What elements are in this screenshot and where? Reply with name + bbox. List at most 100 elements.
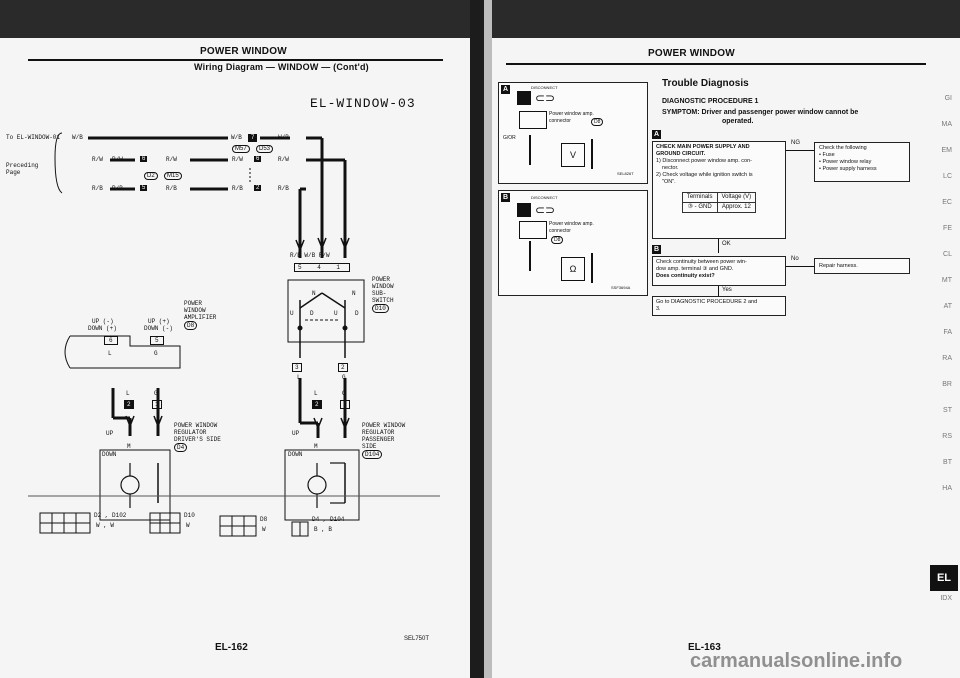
figure-b-badge: B xyxy=(501,193,510,202)
step-b-no: No xyxy=(791,256,799,262)
driver-pin-2: 2 xyxy=(124,400,134,409)
step-b-badge: B xyxy=(652,245,661,254)
probe-lead xyxy=(529,135,531,165)
figure-a-code: SEL826T xyxy=(617,171,634,176)
driver-wire-g: G xyxy=(154,390,158,397)
amplifier-name: POWER WINDOW AMPLIFIER D8 xyxy=(184,300,217,330)
pin-6-tag: 6 xyxy=(140,156,148,162)
wire-row1-a: W/B xyxy=(72,134,83,141)
wire-row2-d: R/W xyxy=(232,156,243,163)
figure-a-label-1: Power window amp. xyxy=(549,111,594,117)
amp-up-plus: UP (+) xyxy=(148,318,170,325)
amp-up-minus: UP (-) xyxy=(92,318,114,325)
driver-down: DOWN xyxy=(102,451,117,458)
subswitch-tag: D10 xyxy=(372,304,389,313)
wiring-diagram-lines xyxy=(28,132,440,537)
wire-row3-a: R/B xyxy=(92,185,103,192)
subswitch-u1: U xyxy=(290,310,294,317)
subswitch-wire-l: L xyxy=(297,374,301,381)
wire-row1-c: W/B xyxy=(278,134,289,141)
index-fa[interactable]: FA xyxy=(943,329,952,336)
ignition-key-icon xyxy=(517,91,531,105)
symptom-line-1: SYMPTOM: Driver and passenger power wind… xyxy=(662,109,859,116)
index-cl[interactable]: CL xyxy=(943,251,952,258)
subswitch-d1: D xyxy=(310,310,314,317)
left-page-title: POWER WINDOW xyxy=(200,46,287,57)
index-bt[interactable]: BT xyxy=(943,459,952,466)
index-idx[interactable]: IDX xyxy=(940,595,952,602)
index-lc[interactable]: LC xyxy=(943,173,952,180)
ignition-key-icon-b xyxy=(517,203,531,217)
driver-wire-l: L xyxy=(126,390,130,397)
pin-6b-tag: 6 xyxy=(254,156,262,162)
wire-row2-e: R/W xyxy=(278,156,289,163)
binding-edge xyxy=(484,0,492,678)
connector-face-icon-b xyxy=(519,221,547,239)
subswitch-n2: N xyxy=(352,290,356,297)
right-page-number: EL-163 xyxy=(688,642,721,653)
index-gi[interactable]: GI xyxy=(944,95,952,102)
symptom-line-2: operated. xyxy=(722,118,754,125)
passenger-down: DOWN xyxy=(288,451,303,458)
subswitch-pin-2: 2 xyxy=(338,363,348,372)
right-title-rule xyxy=(506,63,926,65)
figure-a-label-2: connector xyxy=(549,118,571,124)
subswitch-wire-g: G xyxy=(342,374,346,381)
el-section-tab[interactable]: EL xyxy=(930,565,958,591)
to-window-01-label: To EL-WINDOW-01 xyxy=(6,134,61,141)
passenger-regulator-tag: D104 xyxy=(362,450,383,459)
figure-a-panel: A DISCONNECT ⊂⊃ Power window amp. connec… xyxy=(498,82,648,184)
figure-a-gor: G/OR xyxy=(503,135,516,141)
driver-regulator-tag: D4 xyxy=(174,443,188,452)
connector-m57: M57 xyxy=(232,145,250,153)
index-ec[interactable]: EC xyxy=(942,199,952,206)
index-at[interactable]: AT xyxy=(943,303,952,310)
legend-4-sub: B , B xyxy=(314,526,333,533)
index-ha[interactable]: HA xyxy=(942,485,952,492)
wire-row2-a: R/W xyxy=(92,156,103,163)
passenger-motor: M xyxy=(314,443,318,450)
figure-b-panel: B DISCONNECT ⊂⊃ Power window amp. connec… xyxy=(498,190,648,296)
passenger-up: UP xyxy=(292,430,300,437)
section-index-column: GI MA EM LC EC FE CL MT AT FA RA BR ST R… xyxy=(928,95,960,655)
ground-lead-b xyxy=(591,253,593,283)
subswitch-pins: 5 4 1 xyxy=(294,263,351,272)
index-ra[interactable]: RA xyxy=(942,355,952,362)
diagram-subtitle: Wiring Diagram — WINDOW — (Cont'd) xyxy=(194,62,369,72)
wire-row3-b: R/B xyxy=(112,185,123,192)
index-em[interactable]: EM xyxy=(941,147,953,154)
index-br[interactable]: BR xyxy=(942,381,952,388)
no-arrow xyxy=(786,266,814,267)
right-page: POWER WINDOW A DISCONNECT ⊂⊃ Power windo… xyxy=(492,38,960,678)
index-fe[interactable]: FE xyxy=(943,225,952,232)
legend-4-tags: D4 , D104 xyxy=(312,516,345,523)
passenger-regulator-name: POWER WINDOW REGULATOR PASSENGER SIDE D1… xyxy=(362,422,406,459)
index-ma[interactable]: MA xyxy=(941,121,953,128)
probe-lead-b xyxy=(529,241,531,271)
title-rule xyxy=(28,59,443,61)
preceding-label: Preceding xyxy=(6,162,39,169)
ok-arrow xyxy=(718,239,719,253)
connector-face-icon xyxy=(519,111,547,129)
amp-pin-5: 5 xyxy=(150,336,164,345)
figure-b-disconnect: DISCONNECT xyxy=(531,195,558,200)
procedure-title: DIAGNOSTIC PROCEDURE 1 xyxy=(662,98,759,105)
step-b-yes: Yes xyxy=(722,287,732,293)
figure-b-tag: D8 xyxy=(551,236,564,244)
wire-row3-c: R/B xyxy=(166,185,177,192)
subswitch-n1: N xyxy=(312,290,316,297)
section-title: Trouble Diagnosis xyxy=(662,78,749,89)
wire-row3-e: R/B xyxy=(278,185,289,192)
left-page: POWER WINDOW Wiring Diagram — WINDOW — (… xyxy=(0,38,470,678)
connector-plug-icon: ⊂⊃ xyxy=(535,91,556,105)
repair-harness-box: Repair harness. xyxy=(814,258,910,274)
passenger-wire-l: L xyxy=(314,390,318,397)
index-mt[interactable]: MT xyxy=(941,277,952,284)
connector-d53: D53 xyxy=(256,145,274,153)
index-st[interactable]: ST xyxy=(943,407,952,414)
legend-1-sub: W , W xyxy=(96,522,115,529)
figure-a-badge: A xyxy=(501,85,510,94)
index-rs[interactable]: RS xyxy=(942,433,952,440)
binding-shadow xyxy=(470,0,484,678)
